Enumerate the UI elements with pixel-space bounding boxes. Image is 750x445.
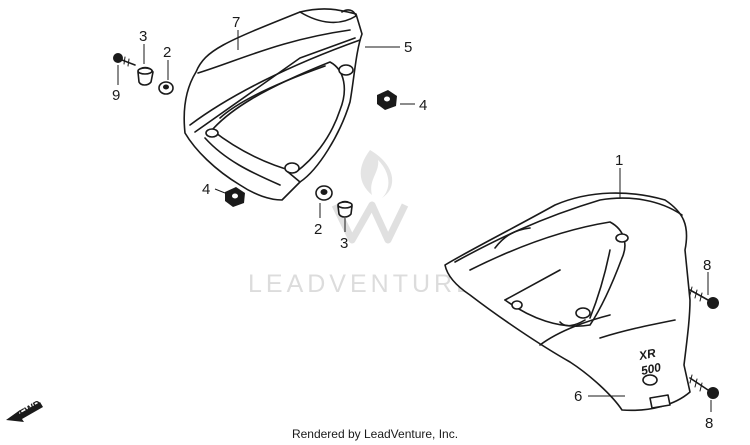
callout-1: 1 <box>615 152 623 169</box>
callout-4-left: 4 <box>202 181 210 198</box>
badge-model-text: XR <box>637 346 658 363</box>
fwd-label: FWD <box>18 399 43 420</box>
callout-8-upper: 8 <box>703 257 711 274</box>
part-3-collar-upper[interactable] <box>137 66 154 86</box>
callout-8-lower: 8 <box>705 415 713 432</box>
callout-2-upper: 2 <box>163 44 171 61</box>
watermark-text: LEADVENTURE <box>248 270 477 298</box>
leader-lines <box>117 30 712 412</box>
callout-3-lower: 3 <box>340 235 348 252</box>
part-7-side-cover[interactable] <box>183 8 363 201</box>
callout-9: 9 <box>112 87 120 104</box>
part-4-nut-right[interactable] <box>377 90 397 110</box>
part-1-side-cover[interactable]: XR 500 <box>444 192 691 412</box>
part-3-collar-lower[interactable] <box>337 200 353 218</box>
callout-2-lower: 2 <box>314 221 322 238</box>
part-2-grommet-upper[interactable] <box>158 81 174 95</box>
callout-4-right: 4 <box>419 97 427 114</box>
xr500-badge: XR 500 <box>637 346 663 378</box>
part-4-nut-left[interactable] <box>225 187 245 207</box>
part-9-bolt[interactable] <box>113 53 136 67</box>
callouts: 7 5 4 3 2 9 4 2 3 1 8 6 8 <box>112 14 713 432</box>
callout-7: 7 <box>232 14 240 31</box>
fwd-indicator: FWD <box>6 399 43 422</box>
part-2-grommet-lower[interactable] <box>315 185 333 201</box>
callout-3-upper: 3 <box>139 28 147 45</box>
part-8-bolt-lower[interactable] <box>689 374 719 399</box>
part-8-bolt-upper[interactable] <box>689 286 719 309</box>
footer-credit: Rendered by LeadVenture, Inc. <box>291 427 459 441</box>
badge-displacement-text: 500 <box>640 360 663 378</box>
watermark-logo-icon <box>331 150 409 244</box>
fwd-arrow-icon <box>6 402 43 422</box>
watermark: LEADVENTURE <box>248 150 477 298</box>
callout-5: 5 <box>404 39 412 56</box>
callout-6: 6 <box>574 388 582 405</box>
